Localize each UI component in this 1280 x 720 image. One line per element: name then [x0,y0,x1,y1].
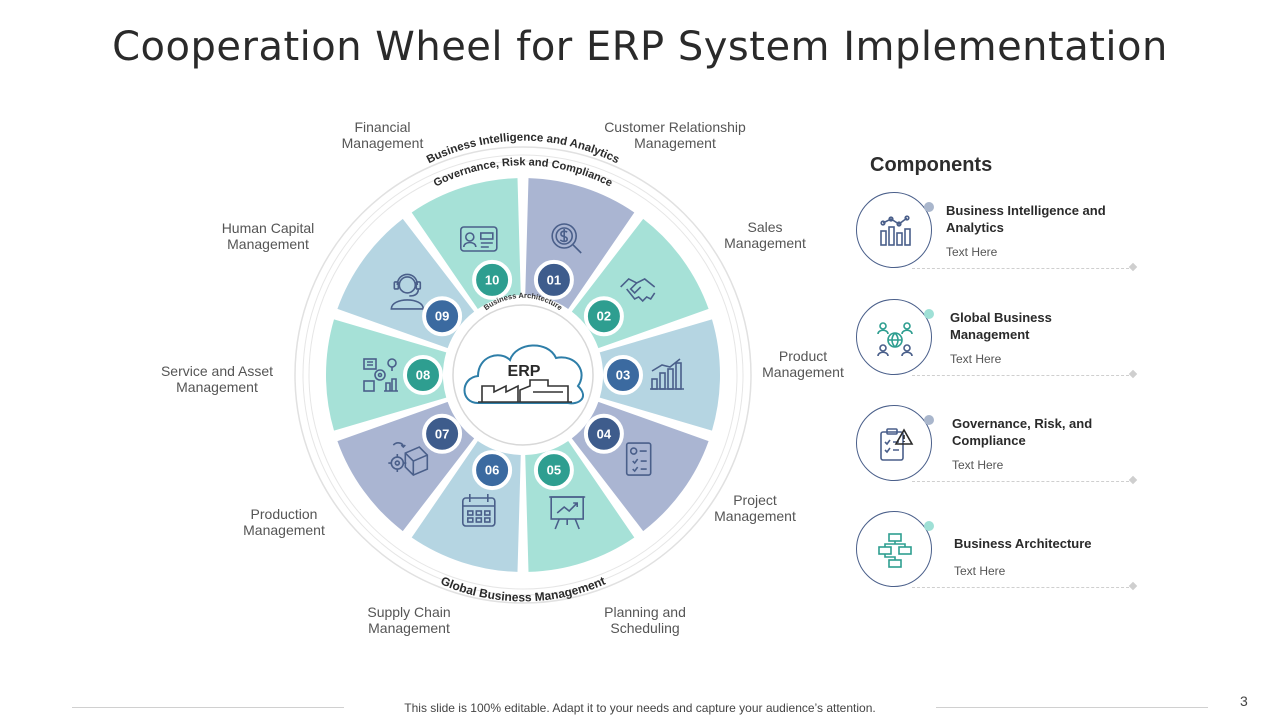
label-financial-management: Financial Management [341,119,424,151]
label-human-capital-management: Human Capital Management [221,220,315,252]
svg-text:Governance, Risk and Complianc: Governance, Risk and Compliance [432,156,615,189]
segment-number-03: 03 [616,368,630,383]
analytics-chart-icon [880,215,911,246]
component-divider-end [1128,475,1138,485]
presentation-board-icon [549,496,586,530]
segment-number-04: 04 [597,426,612,441]
component-business-architecture: Business Architecture Text Here [856,511,1156,601]
component-governance: Governance, Risk, and Compliance Text He… [856,405,1156,495]
document-checklist-icon [625,442,652,476]
segment-badge-07 [422,413,463,454]
clipboard-warning-icon [880,428,914,461]
outer-ring-1 [294,146,752,604]
component-text: Text Here [952,458,1004,472]
label-service-and-asset-management: Service and Asset Management [160,363,274,395]
wheel-segment-08 [325,319,447,431]
segment-badge-08 [403,355,443,395]
segment-number-10: 10 [485,272,499,287]
label-product-management: Product Management [762,348,844,380]
component-circle [856,511,932,587]
component-divider [912,375,1134,376]
support-agent-icon [390,273,425,310]
segment-number-06: 06 [485,463,499,478]
segment-number-09: 09 [435,309,449,324]
bar-chart-icon [650,358,684,390]
id-card-icon [460,226,498,252]
label-sales-management: Sales Management [724,219,806,251]
segment-badge-03 [603,355,643,395]
label-project-management: Project Management [714,492,796,524]
component-divider [912,268,1134,269]
component-business-intelligence: Business Intelligence and Analytics Text… [856,192,1156,282]
component-text: Text Here [954,564,1006,578]
erp-factory-icon [478,379,572,403]
erp-label: ERP [508,363,541,380]
page-title: Cooperation Wheel for ERP System Impleme… [112,24,1168,70]
footer-line-right [936,707,1208,708]
component-dot [924,521,934,531]
production-flow-icon [363,358,398,392]
segment-number-07: 07 [435,426,449,441]
label-production-management: Production Management [243,506,325,538]
component-text: Text Here [950,352,1002,366]
calendar-icon [462,494,496,527]
component-name: Governance, Risk, and Compliance [952,416,1093,448]
component-divider [912,481,1134,482]
handshake-icon [620,277,656,303]
label-customer-relationship-management: Customer Relationship Management [604,119,746,151]
component-circle [856,405,932,481]
ring-label-governance: Governance, Risk and Compliance [432,156,615,189]
component-circle [856,192,932,268]
segment-badge-02 [583,296,624,337]
segment-number-02: 02 [597,309,611,324]
segment-number-01: 01 [547,272,561,287]
component-text: Text Here [946,245,998,259]
footer-text: This slide is 100% editable. Adapt it to… [404,701,876,715]
segment-badge-10 [472,259,513,300]
label-supply-chain-management: Supply Chain Management [367,604,451,636]
box-gear-icon [388,442,429,477]
component-dot [924,202,934,212]
outer-ring-2 [302,154,744,596]
component-name: Global Business Management [950,310,1052,342]
components-heading: Components [870,154,993,176]
segment-badge-06 [472,450,513,491]
component-global-business: Global Business Management Text Here [856,299,1156,389]
dollar-search-icon [551,223,582,254]
component-divider-end [1128,369,1138,379]
component-circle [856,299,932,375]
component-name: Business Architecture [954,536,1092,551]
segment-badge-09 [422,296,463,337]
page-number: 3 [1240,693,1248,709]
erp-cloud-icon [463,344,584,405]
component-name: Business Intelligence and Analytics [946,203,1106,235]
component-dot [924,415,934,425]
component-divider-end [1128,581,1138,591]
segment-badge-01 [533,259,574,300]
segment-number-05: 05 [547,463,561,478]
global-people-icon [877,322,913,357]
component-divider [912,587,1134,588]
segment-badge-05 [533,450,574,491]
component-divider-end [1128,262,1138,272]
segment-number-08: 08 [416,368,430,383]
label-planning-and-scheduling: Planning and Scheduling [604,604,686,636]
outer-ring-3 [308,160,738,590]
segment-badge-04 [583,413,624,454]
center-circle [452,304,594,446]
hierarchy-icon [878,533,912,568]
footer-line-left [72,707,344,708]
segments-layer: 01 02 03 04 05 06 07 08 09 10 [325,178,721,572]
component-dot [924,309,934,319]
